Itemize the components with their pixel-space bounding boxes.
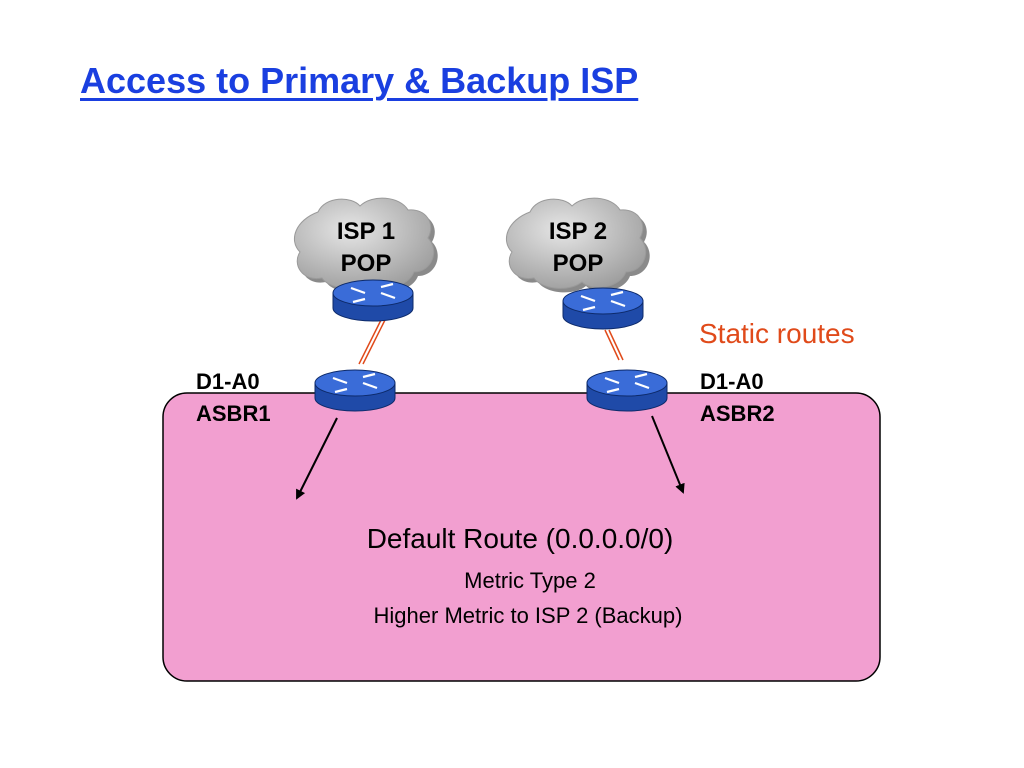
static-routes-label: Static routes xyxy=(699,318,855,349)
isp2-label-line2: POP xyxy=(553,250,604,277)
isp1-cloud-icon: ISP 1 POP xyxy=(294,197,438,293)
default-route-arrow-icon-asbr2 xyxy=(651,415,685,494)
asbr1-label-line1: D1-A0 xyxy=(196,369,260,394)
isp1-router-icon xyxy=(332,279,414,322)
default-route-arrow-icon-asbr1 xyxy=(296,417,338,500)
isp2-cloud-icon: ISP 2 POP xyxy=(506,197,650,293)
asbr2-router-icon xyxy=(586,369,668,412)
as-area xyxy=(162,392,881,682)
page-title: Access to Primary & Backup ISP xyxy=(80,60,639,101)
static-link-isp2 xyxy=(604,329,624,361)
metric-type-text: Metric Type 2 xyxy=(464,568,596,593)
asbr2-label-line1: D1-A0 xyxy=(700,369,764,394)
isp1-label-line2: POP xyxy=(341,250,392,277)
higher-metric-text: Higher Metric to ISP 2 (Backup) xyxy=(374,603,683,628)
static-link-isp1 xyxy=(358,319,386,365)
asbr2-label-line2: ASBR2 xyxy=(700,401,775,426)
default-route-heading: Default Route (0.0.0.0/0) xyxy=(367,523,674,554)
isp1-label-line1: ISP 1 xyxy=(337,218,395,245)
asbr1-label-line2: ASBR1 xyxy=(196,401,271,426)
isp2-router-icon xyxy=(562,287,644,330)
isp2-label-line1: ISP 2 xyxy=(549,218,607,245)
asbr1-router-icon xyxy=(314,369,396,412)
